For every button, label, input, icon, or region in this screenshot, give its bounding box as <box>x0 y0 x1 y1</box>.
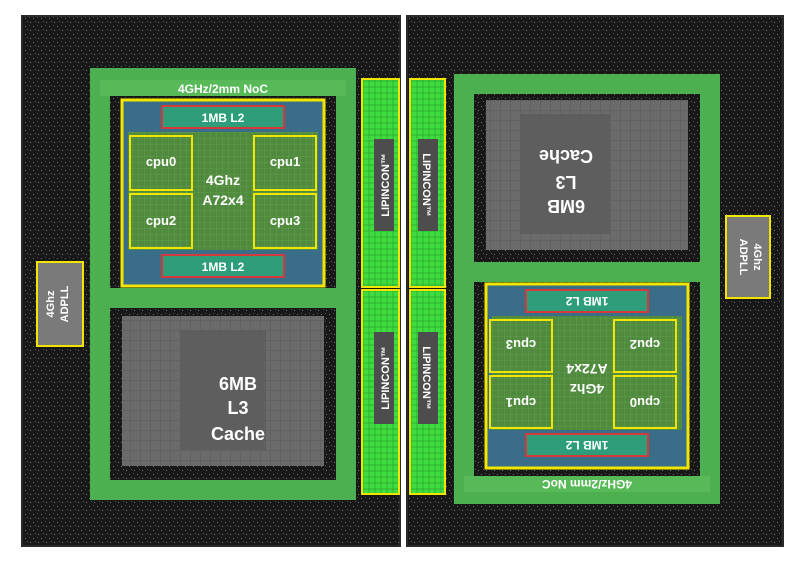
right-cluster-name: A72x4 <box>566 361 607 377</box>
left-core-cpu1-label: cpu1 <box>270 154 300 169</box>
left-l3-cache-word: Cache <box>211 424 265 444</box>
lipincon-label-left-top: LIPINCON™ <box>380 153 392 217</box>
left-l2-bottom-label: 1MB L2 <box>202 260 245 274</box>
right-core-cpu2 <box>613 319 677 373</box>
left-core-cpu3-label: cpu3 <box>270 213 300 228</box>
right-core-cpu0 <box>613 375 677 429</box>
right-core-cpu1 <box>489 375 553 429</box>
left-core-cpu1 <box>253 135 317 191</box>
right-adpll-freq: 4Ghz <box>751 244 763 271</box>
right-die: 4GHz/2mm NoC Cache L3 6MB 1MB L2 1MB L2 … <box>454 74 771 504</box>
lipincon-links: LIPINCON™ LIPINCON™ LIPINCON™ LIPINCON™ <box>361 78 446 495</box>
lipincon-label-right-bottom: LIPINCON™ <box>420 346 432 410</box>
right-core-cpu2-label: cpu2 <box>630 337 660 352</box>
right-core-cpu1-label: cpu1 <box>506 395 536 410</box>
right-noc-label: 4GHz/2mm NoC <box>542 477 632 491</box>
bottom-edge-line <box>25 553 787 555</box>
left-die: 4GHz/2mm NoC 1MB L2 1MB L2 cpu0 cpu1 cpu… <box>36 68 356 500</box>
left-core-cpu2-label: cpu2 <box>146 213 176 228</box>
left-l2-top-label: 1MB L2 <box>202 111 245 125</box>
left-l2-top <box>161 105 285 129</box>
left-core-cpu3 <box>253 193 317 249</box>
left-adpll-freq: 4Ghz <box>45 290 57 317</box>
die-separator-line <box>402 10 406 555</box>
right-adpll-label: ADPLL <box>737 239 749 276</box>
left-l3-size: 6MB <box>219 374 257 394</box>
right-l2-top <box>525 289 649 313</box>
left-cluster-name: A72x4 <box>202 192 243 208</box>
right-l2-bottom <box>525 433 649 457</box>
right-core-cpu3-label: cpu3 <box>506 337 536 352</box>
left-core-cpu0-label: cpu0 <box>146 154 176 169</box>
right-l3-level: L3 <box>555 172 576 192</box>
left-core-cpu2 <box>129 193 193 249</box>
left-core-cpu0 <box>129 135 193 191</box>
right-l2-bottom-label: 1MB L2 <box>565 438 608 452</box>
lipincon-label-left-bottom: LIPINCON™ <box>380 346 392 410</box>
left-l3-level: L3 <box>227 398 248 418</box>
right-l3-cache-word: Cache <box>539 146 593 166</box>
left-adpll-label: ADPLL <box>59 285 71 322</box>
right-l2-top-label: 1MB L2 <box>565 294 608 308</box>
right-cluster-freq: 4Ghz <box>570 381 604 397</box>
left-adpll-block <box>36 261 84 347</box>
right-noc-ring <box>454 74 720 504</box>
right-core-cpu3 <box>489 319 553 373</box>
right-core-cpu0-label: cpu0 <box>630 395 660 410</box>
right-l3-size: 6MB <box>547 196 585 216</box>
right-adpll-block <box>725 215 771 299</box>
left-noc-label: 4GHz/2mm NoC <box>178 82 268 96</box>
left-noc-ring <box>90 68 356 500</box>
left-cluster-freq: 4Ghz <box>206 172 240 188</box>
left-l2-bottom <box>161 254 285 278</box>
lipincon-label-right-top: LIPINCON™ <box>420 153 432 217</box>
